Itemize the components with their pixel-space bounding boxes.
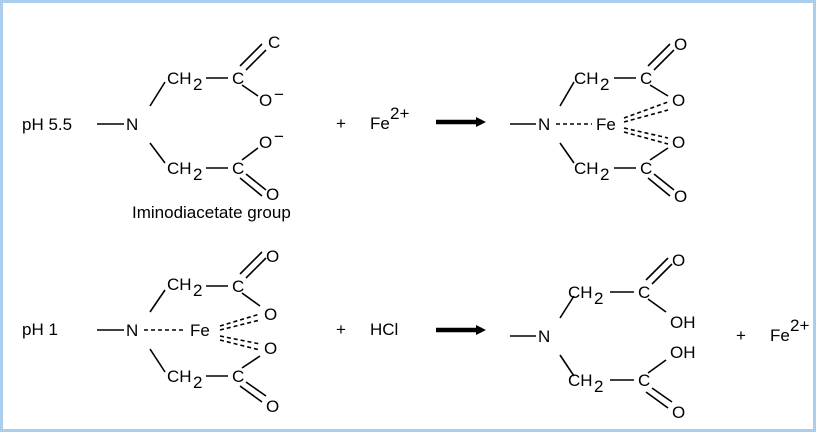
atom-c: C (268, 33, 280, 52)
atom-o: O (672, 91, 685, 110)
atom-sub2: 2 (594, 289, 603, 308)
atom-sub2: 2 (600, 75, 609, 94)
atom-o: O (672, 133, 685, 152)
fe-charge: 2+ (790, 316, 809, 335)
condition-label-ph55: pH 5.5 (22, 115, 72, 134)
atom-n: N (538, 327, 550, 346)
atom-ch: CH (574, 69, 599, 88)
plus-sign: + (336, 320, 346, 339)
atom-sub2: 2 (600, 165, 609, 184)
atom-o: O (674, 187, 687, 206)
iminodiacetate-molecule: N CH 2 CH 2 C C C O − O − O (97, 33, 284, 204)
atom-o: O (674, 35, 687, 54)
atom-c: C (638, 371, 650, 390)
atom-fe: Fe (596, 115, 616, 134)
hcl-reagent: HCl (370, 320, 398, 339)
atom-o: O (266, 397, 279, 416)
atom-c: C (640, 159, 652, 178)
atom-c: C (638, 283, 650, 302)
atom-sub2: 2 (594, 377, 603, 396)
fe-ion: Fe (770, 326, 790, 345)
atom-n: N (126, 321, 138, 340)
atom-ch: CH (568, 371, 593, 390)
iminodiacetate-label: Iminodiacetate group (132, 203, 291, 222)
atom-ch: CH (167, 367, 192, 386)
atom-c: C (232, 277, 244, 296)
atom-o: O (672, 403, 685, 422)
atom-n: N (538, 115, 550, 134)
atom-o: O (264, 305, 277, 324)
atom-sub2: 2 (193, 165, 202, 184)
plus-sign: + (336, 114, 346, 133)
fe-chelate-molecule: N Fe CH 2 CH 2 C C O O O O (510, 35, 687, 206)
plus-sign: + (736, 326, 746, 345)
atom-c: C (232, 159, 244, 178)
iminodiacetic-acid-molecule: N CH 2 CH 2 C C O OH OH O (510, 251, 696, 422)
atom-o: O (266, 247, 279, 266)
atom-sub2: 2 (193, 281, 202, 300)
atom-fe: Fe (190, 321, 210, 340)
condition-label-ph1: pH 1 (22, 320, 58, 339)
atom-ch: CH (167, 69, 192, 88)
atom-o: O (264, 339, 277, 358)
atom-ch: CH (167, 159, 192, 178)
atom-o: O (266, 185, 279, 204)
atom-o: O (672, 251, 685, 270)
atom-o: O (259, 133, 272, 152)
atom-n: N (126, 115, 138, 134)
atom-oh: OH (670, 343, 696, 362)
fe-chelate-reactant-molecule: N Fe CH 2 CH 2 C C O O O O (97, 247, 279, 416)
atom-ch: CH (574, 159, 599, 178)
atom-o: O (259, 91, 272, 110)
atom-c: C (640, 69, 652, 88)
fe-charge: 2+ (390, 104, 409, 123)
atom-c: C (232, 69, 244, 88)
atom-c: C (232, 367, 244, 386)
atom-ch: CH (568, 283, 593, 302)
atom-sub2: 2 (193, 373, 202, 392)
atom-oh: OH (670, 313, 696, 332)
fe-ion: Fe (370, 114, 390, 133)
atom-minus: − (274, 127, 284, 146)
atom-minus: − (274, 85, 284, 104)
atom-ch: CH (167, 275, 192, 294)
atom-sub2: 2 (193, 75, 202, 94)
